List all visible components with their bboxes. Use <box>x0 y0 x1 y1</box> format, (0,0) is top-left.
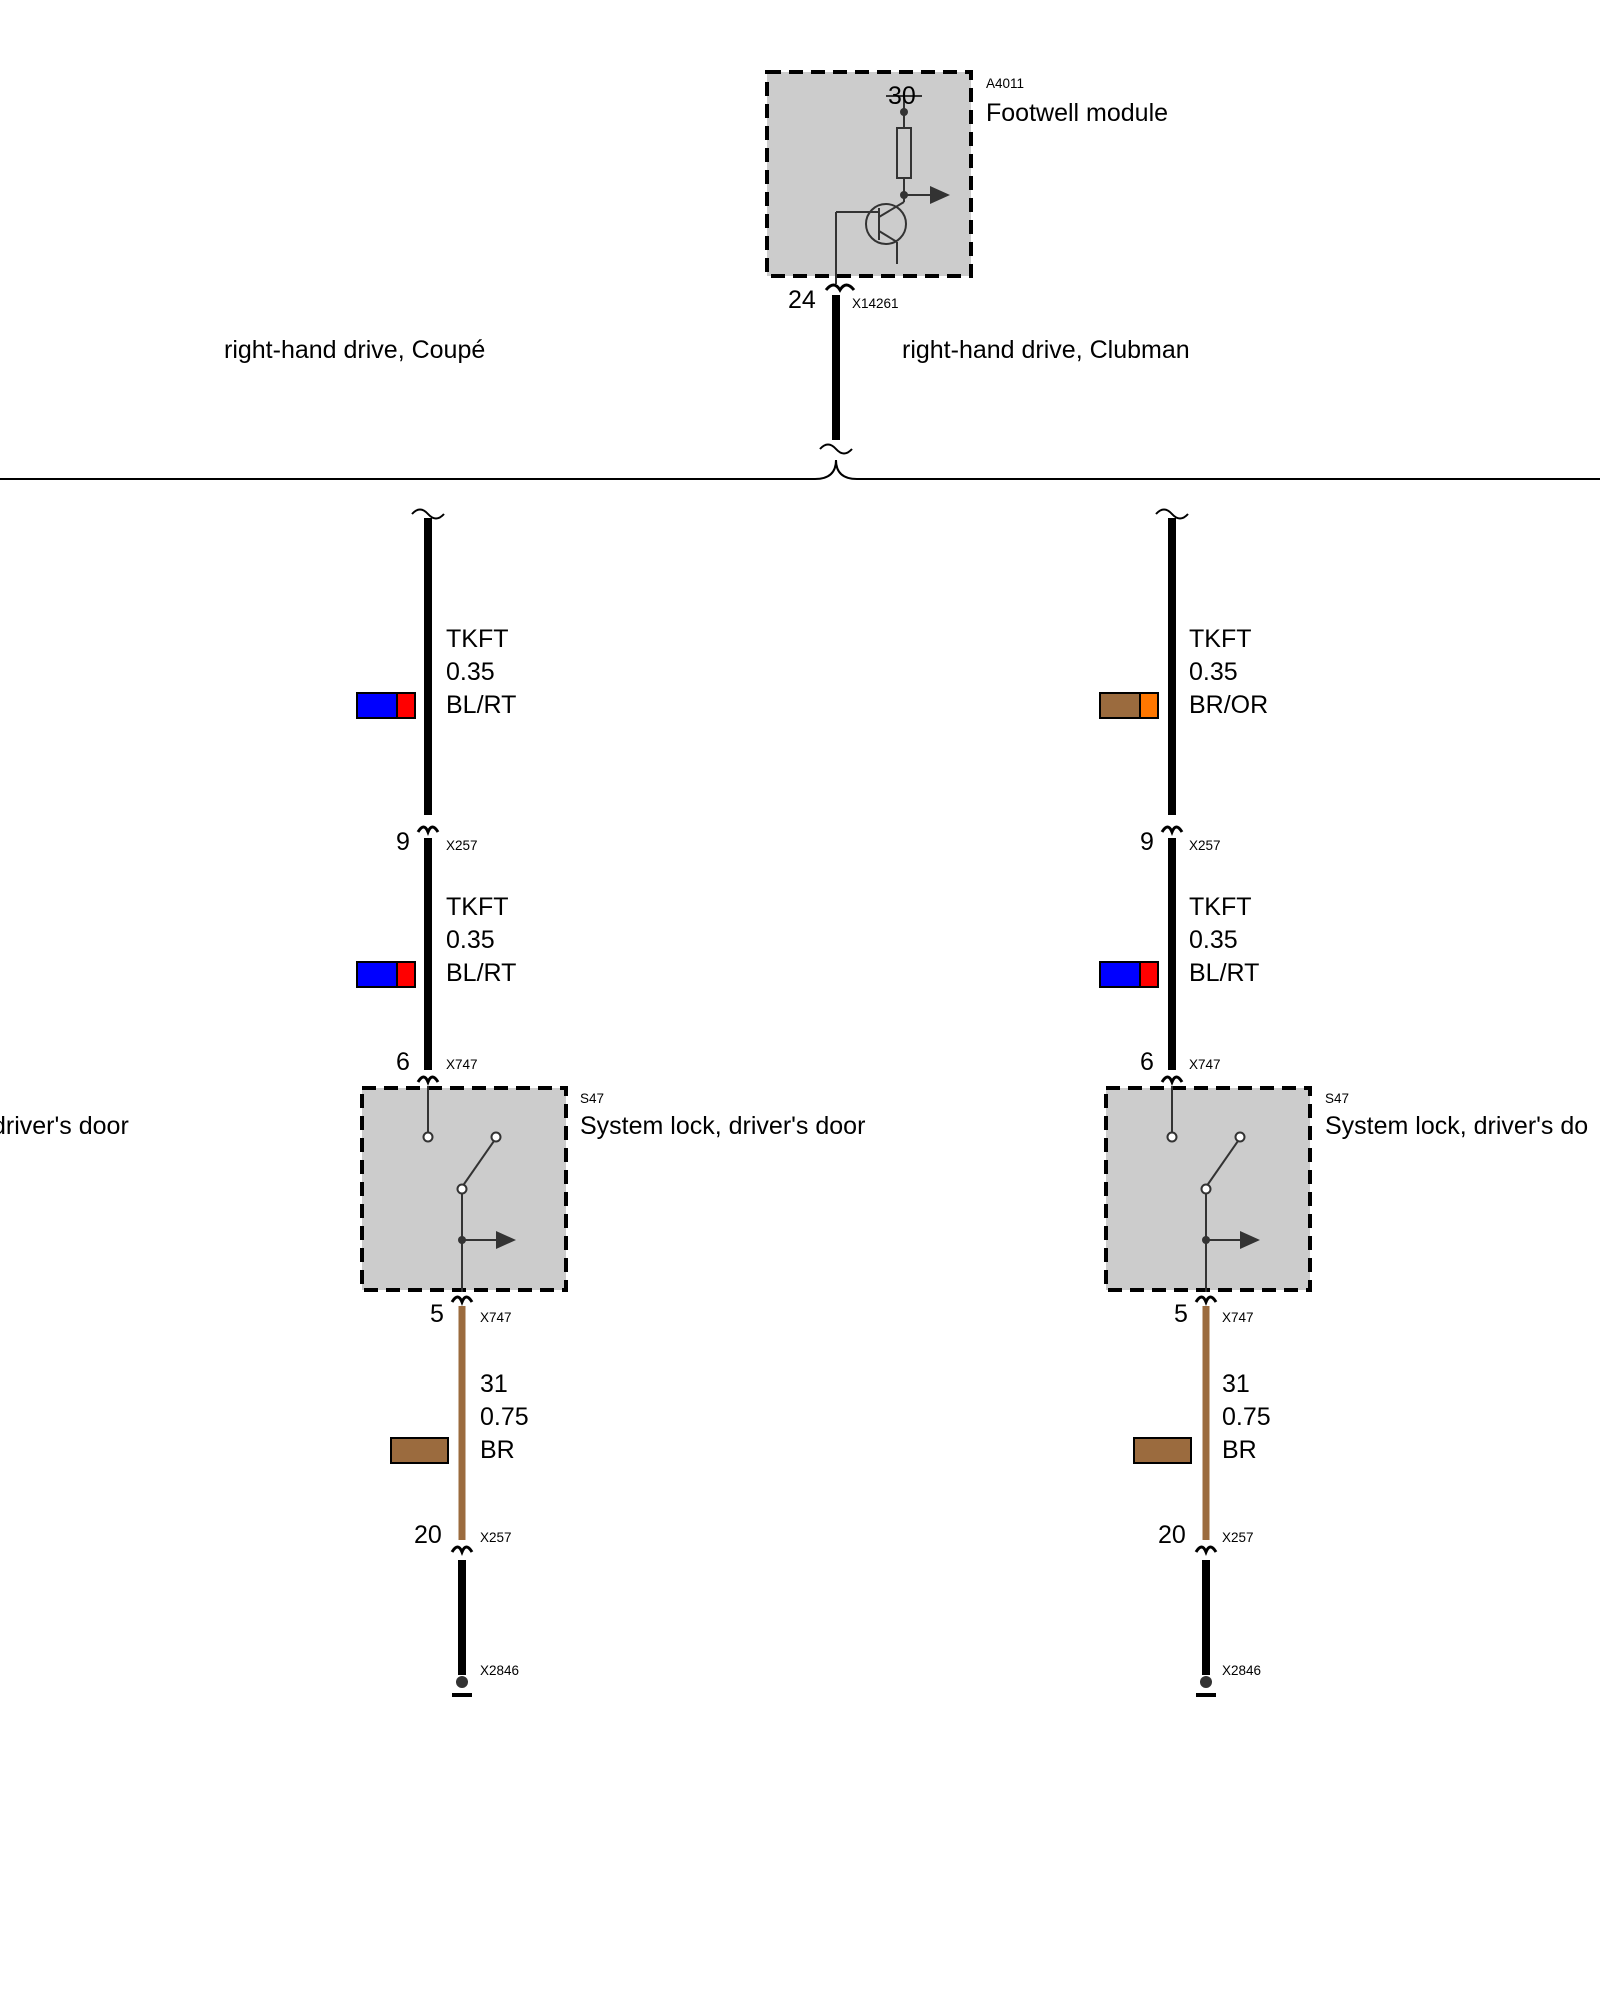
module-pin-30: 30 <box>888 82 916 110</box>
module-pin-24: 24 <box>788 286 816 314</box>
wire1-signal: TKFT <box>446 625 509 653</box>
wire3-size: 0.75 <box>1222 1403 1271 1431</box>
conn3-pin: 5 <box>1174 1300 1188 1328</box>
conn4-name: X257 <box>480 1530 512 1545</box>
module-id: A4011 <box>986 76 1024 91</box>
wire1-size: 0.35 <box>1189 658 1238 686</box>
conn2-pin: 6 <box>396 1048 410 1076</box>
conn2-pin: 6 <box>1140 1048 1154 1076</box>
wire2-signal: TKFT <box>446 893 509 921</box>
wire3-signal: 31 <box>1222 1370 1250 1398</box>
connector-x14261-icon <box>824 283 856 293</box>
wire2-size: 0.35 <box>446 926 495 954</box>
switch-s47-box <box>360 1086 568 1292</box>
wire1-color: BR/OR <box>1189 691 1268 719</box>
conn1-pin: 9 <box>1140 828 1154 856</box>
connector-x257-icon <box>416 825 440 837</box>
ground-icon <box>1196 1676 1216 1697</box>
connector-x747-lower-icon <box>450 1295 474 1307</box>
ground-name: X2846 <box>480 1663 519 1678</box>
wire3-signal: 31 <box>480 1370 508 1398</box>
footwell-module-box <box>765 70 973 278</box>
conn3-name: X747 <box>1222 1310 1254 1325</box>
wire3-color-swatch <box>1133 1437 1192 1464</box>
branch-break-icon <box>1155 508 1189 520</box>
conn4-pin: 20 <box>1158 1521 1186 1549</box>
wire1-color-swatch <box>1099 692 1159 719</box>
wire2-color-swatch <box>1099 961 1159 988</box>
wire1-color: BL/RT <box>446 691 516 719</box>
branch-break-icon <box>411 508 445 520</box>
module-name: Footwell module <box>986 99 1168 127</box>
wire2-color-swatch <box>356 961 416 988</box>
wire1-color-swatch <box>356 692 416 719</box>
connector-x14261-label: X14261 <box>852 296 899 311</box>
switch-name: System lock, driver's do <box>1325 1112 1588 1140</box>
conn2-name: X747 <box>446 1057 478 1072</box>
connector-x257-icon <box>1160 825 1184 837</box>
conn4-pin: 20 <box>414 1521 442 1549</box>
connector-x257-lower-icon <box>450 1545 474 1557</box>
wire2-signal: TKFT <box>1189 893 1252 921</box>
branch-coupe: TKFT 0.35 BL/RT 9 X257 TKFT 0.35 BL/RT 6… <box>356 508 865 1697</box>
wire1-signal: TKFT <box>1189 625 1252 653</box>
wire2-size: 0.35 <box>1189 926 1238 954</box>
connector-x747-lower-icon <box>1194 1295 1218 1307</box>
conn2-name: X747 <box>1189 1057 1221 1072</box>
variant-label-clubman: right-hand drive, Clubman <box>902 336 1190 364</box>
left-edge-label: driver's door <box>0 1112 129 1140</box>
wire2-color: BL/RT <box>1189 959 1259 987</box>
switch-name: System lock, driver's door <box>580 1112 865 1140</box>
wire2-color: BL/RT <box>446 959 516 987</box>
wire1-size: 0.35 <box>446 658 495 686</box>
variant-label-coupe: right-hand drive, Coupé <box>224 336 485 364</box>
switch-id: S47 <box>1325 1091 1349 1106</box>
footwell-module: 30 A4011 Footwell module 24 X14261 <box>765 70 1168 440</box>
transistor-icon <box>835 95 950 284</box>
switch-id: S47 <box>580 1091 604 1106</box>
wire3-size: 0.75 <box>480 1403 529 1431</box>
variant-bracket <box>0 443 1600 480</box>
switch-icon <box>1166 1086 1260 1292</box>
branch-clubman: TKFT 0.35 BR/OR 9 X257 TKFT 0.35 BL/RT 6… <box>1099 508 1588 1697</box>
switch-icon <box>422 1086 516 1292</box>
connector-x257-lower-icon <box>1194 1545 1218 1557</box>
connector-x747-icon <box>1160 1075 1184 1087</box>
connector-x747-icon <box>416 1075 440 1087</box>
conn4-name: X257 <box>1222 1530 1254 1545</box>
wire3-color: BR <box>480 1436 515 1464</box>
wire3-color-swatch <box>390 1437 449 1464</box>
ground-icon <box>452 1676 472 1697</box>
conn1-name: X257 <box>1189 838 1221 853</box>
conn3-name: X747 <box>480 1310 512 1325</box>
conn1-name: X257 <box>446 838 478 853</box>
ground-name: X2846 <box>1222 1663 1261 1678</box>
wire3-color: BR <box>1222 1436 1257 1464</box>
conn1-pin: 9 <box>396 828 410 856</box>
conn3-pin: 5 <box>430 1300 444 1328</box>
